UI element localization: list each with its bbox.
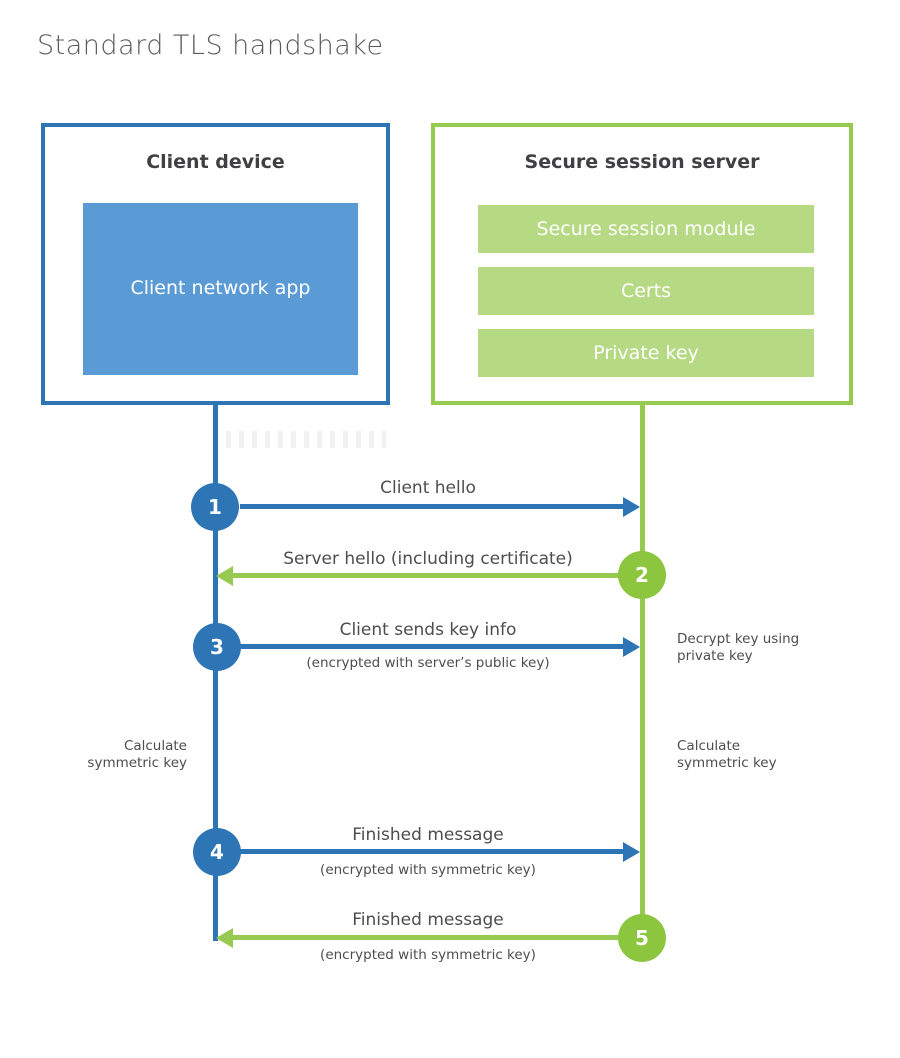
message-1-label: Client hello	[380, 478, 476, 498]
message-3-label: Client sends key info	[339, 620, 517, 640]
server-module-secure-session: Secure session module	[478, 205, 814, 253]
client-device-title: Client device	[146, 151, 285, 173]
message-2-arrowhead-icon	[216, 566, 233, 586]
message-4-arrowhead-icon	[623, 842, 640, 862]
server-module-private-key: Private key	[478, 329, 814, 377]
message-3-arrow-line	[240, 644, 624, 649]
secure-session-server-box: Secure session server Secure session mod…	[431, 123, 853, 405]
client-lifeline	[213, 405, 218, 941]
step-circle-1: 1	[191, 483, 239, 531]
client-network-app-block: Client network app	[83, 203, 358, 375]
message-5-subtitle: (encrypted with symmetric key)	[320, 947, 536, 963]
server-lifeline	[640, 405, 645, 961]
step-circle-4: 4	[193, 828, 241, 876]
faint-dashed-line	[226, 431, 386, 448]
note-calculate-symmetric-key-client: Calculate symmetric key	[87, 738, 187, 771]
step-circle-2: 2	[618, 551, 666, 599]
step-circle-3: 3	[193, 623, 241, 671]
message-2-arrow-line	[233, 573, 619, 578]
message-1-arrowhead-icon	[623, 497, 640, 517]
message-5-arrow-line	[233, 935, 619, 940]
server-module-certs: Certs	[478, 267, 814, 315]
message-5-arrowhead-icon	[216, 928, 233, 948]
step-circle-5: 5	[618, 914, 666, 962]
secure-session-server-title: Secure session server	[524, 151, 760, 173]
message-4-subtitle: (encrypted with symmetric key)	[320, 862, 536, 878]
message-3-arrowhead-icon	[623, 637, 640, 657]
message-4-label: Finished message	[352, 825, 504, 845]
note-calculate-symmetric-key-server: Calculate symmetric key	[677, 738, 777, 771]
page-title: Standard TLS handshake	[37, 30, 384, 61]
message-3-subtitle: (encrypted with server’s public key)	[306, 655, 550, 671]
client-device-box: Client device Client network app	[41, 123, 390, 405]
message-2-label: Server hello (including certificate)	[283, 549, 573, 569]
message-5-label: Finished message	[352, 910, 504, 930]
message-4-arrow-line	[240, 849, 624, 854]
message-1-arrow-line	[240, 504, 624, 509]
note-decrypt-key: Decrypt key using private key	[677, 631, 800, 664]
